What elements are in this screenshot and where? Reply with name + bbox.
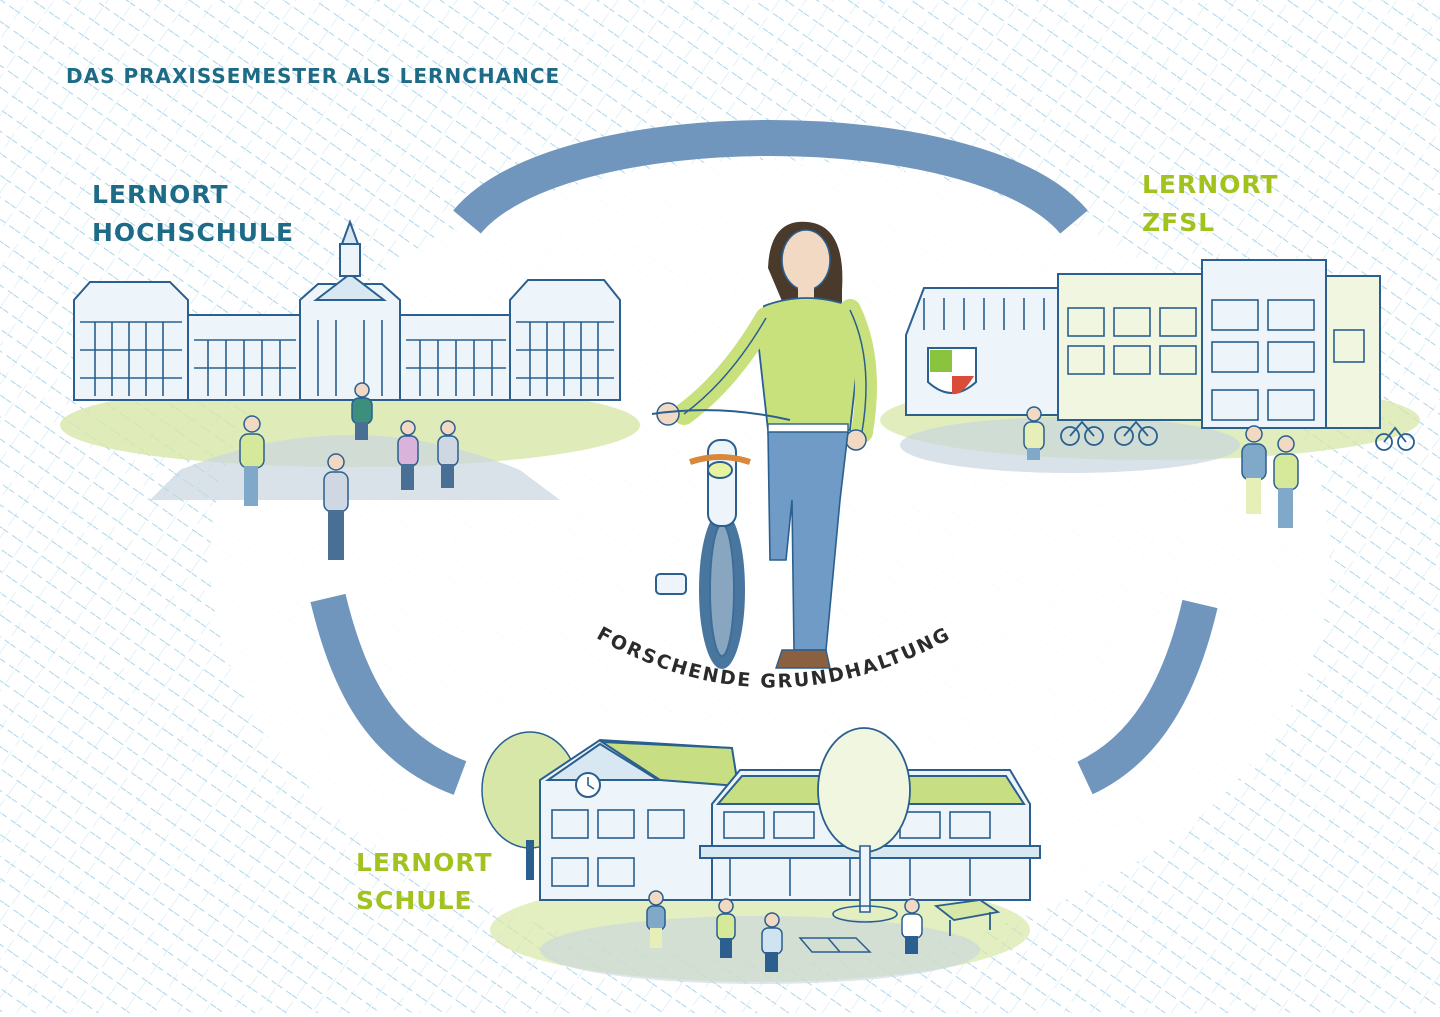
school-building-icon	[481, 727, 1041, 984]
location-label-hochschule: LERNORT HOCHSCHULE	[92, 176, 294, 252]
person-icon	[1273, 435, 1299, 528]
person-icon	[716, 898, 736, 958]
person-icon	[323, 453, 349, 560]
student-with-bicycle-icon	[651, 221, 877, 669]
location-label-line: LERNORT	[92, 180, 229, 209]
page-title: DAS PRAXISSEMESTER ALS LERNCHANCE	[66, 64, 561, 88]
person-icon	[1023, 406, 1045, 460]
ring-arc-right	[1076, 599, 1218, 795]
university-building-icon	[60, 219, 640, 560]
person-icon	[239, 415, 265, 506]
location-label-line: ZFSL	[1142, 208, 1216, 237]
person-icon	[901, 898, 923, 954]
bicycle-icon	[1060, 420, 1415, 451]
tree-icon	[817, 727, 911, 923]
office-building-icon	[880, 259, 1420, 528]
ring-arc-left	[310, 593, 467, 795]
person-icon	[646, 890, 666, 948]
cycle-ring	[310, 120, 1218, 795]
location-label-line: LERNORT	[1142, 170, 1279, 199]
location-label-line: HOCHSCHULE	[92, 218, 295, 247]
person-icon	[397, 420, 419, 490]
location-label-line: SCHULE	[356, 886, 473, 915]
location-label-line: LERNORT	[356, 848, 493, 877]
person-icon	[1241, 425, 1267, 514]
table-tennis-icon	[933, 899, 1001, 936]
person-icon	[761, 912, 783, 972]
location-label-schule: LERNORT SCHULE	[356, 844, 493, 920]
person-icon	[437, 420, 459, 488]
ring-arc-top	[453, 120, 1088, 235]
person-icon	[351, 382, 373, 440]
location-label-zfsl: LERNORT ZFSL	[1142, 166, 1279, 242]
hopscotch-icon	[798, 937, 872, 953]
